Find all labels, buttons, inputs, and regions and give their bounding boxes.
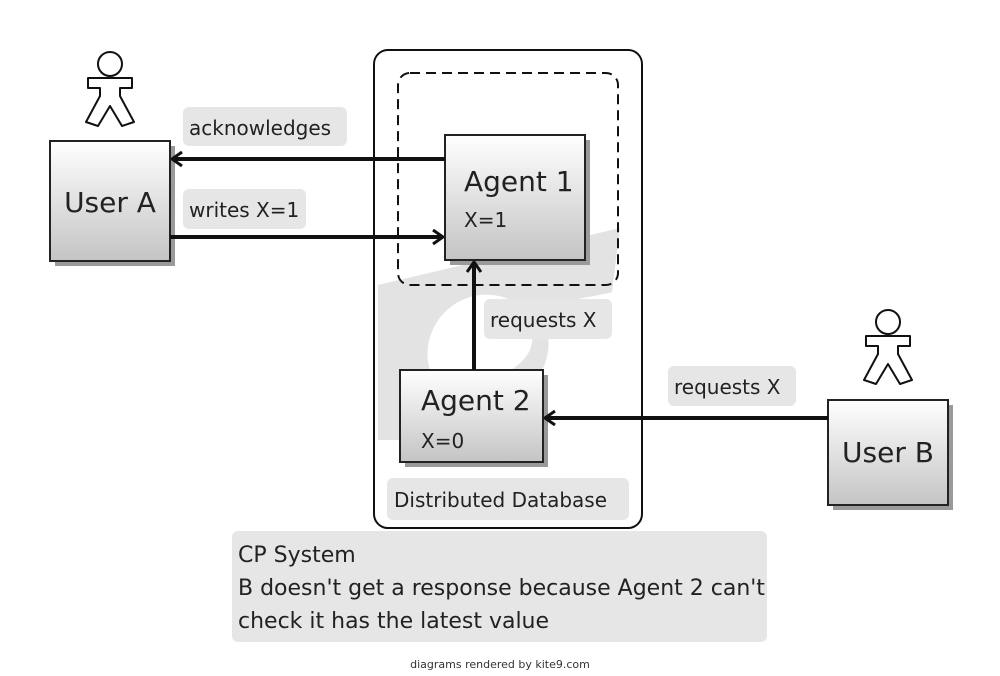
cp-system-note: CP System B doesn't get a response becau…: [232, 531, 767, 642]
agent-2-value: X=0: [421, 429, 464, 453]
user-b-requests-label: requests X: [674, 375, 781, 399]
user-b-box[interactable]: [827, 399, 949, 506]
footer-credit: diagrams rendered by kite9.com: [410, 658, 590, 671]
user-b-requests-label-bg: [668, 366, 796, 406]
user-b-actor-icon: [863, 309, 913, 385]
agent-2-name: Agent 2: [421, 384, 531, 417]
writes-label: writes X=1: [189, 198, 299, 222]
user-a-label: User A: [64, 186, 156, 219]
acknowledges-label-bg: [183, 107, 347, 146]
acknowledges-label: acknowledges: [189, 116, 331, 140]
note-line-1: B doesn't get a response because Agent 2…: [238, 576, 765, 601]
agent-1-value: X=1: [464, 208, 507, 232]
agent-requests-label: requests X: [490, 308, 597, 332]
container-label-bg: [387, 478, 629, 520]
agent-1-box[interactable]: [444, 134, 586, 261]
agent-1-group: [397, 72, 619, 286]
user-b-label: User B: [842, 436, 934, 469]
writes-label-bg: [183, 189, 306, 229]
note-title: CP System: [238, 543, 356, 568]
note-line-2: check it has the latest value: [238, 609, 550, 634]
agent-1-name: Agent 1: [464, 165, 574, 198]
agent-requests-label-bg: [484, 299, 612, 339]
agent-2-box[interactable]: [399, 369, 544, 463]
user-a-actor-icon: [85, 51, 135, 127]
container-label: Distributed Database: [394, 488, 607, 512]
distributed-database-container: [373, 49, 643, 529]
user-a-box[interactable]: [49, 140, 171, 262]
